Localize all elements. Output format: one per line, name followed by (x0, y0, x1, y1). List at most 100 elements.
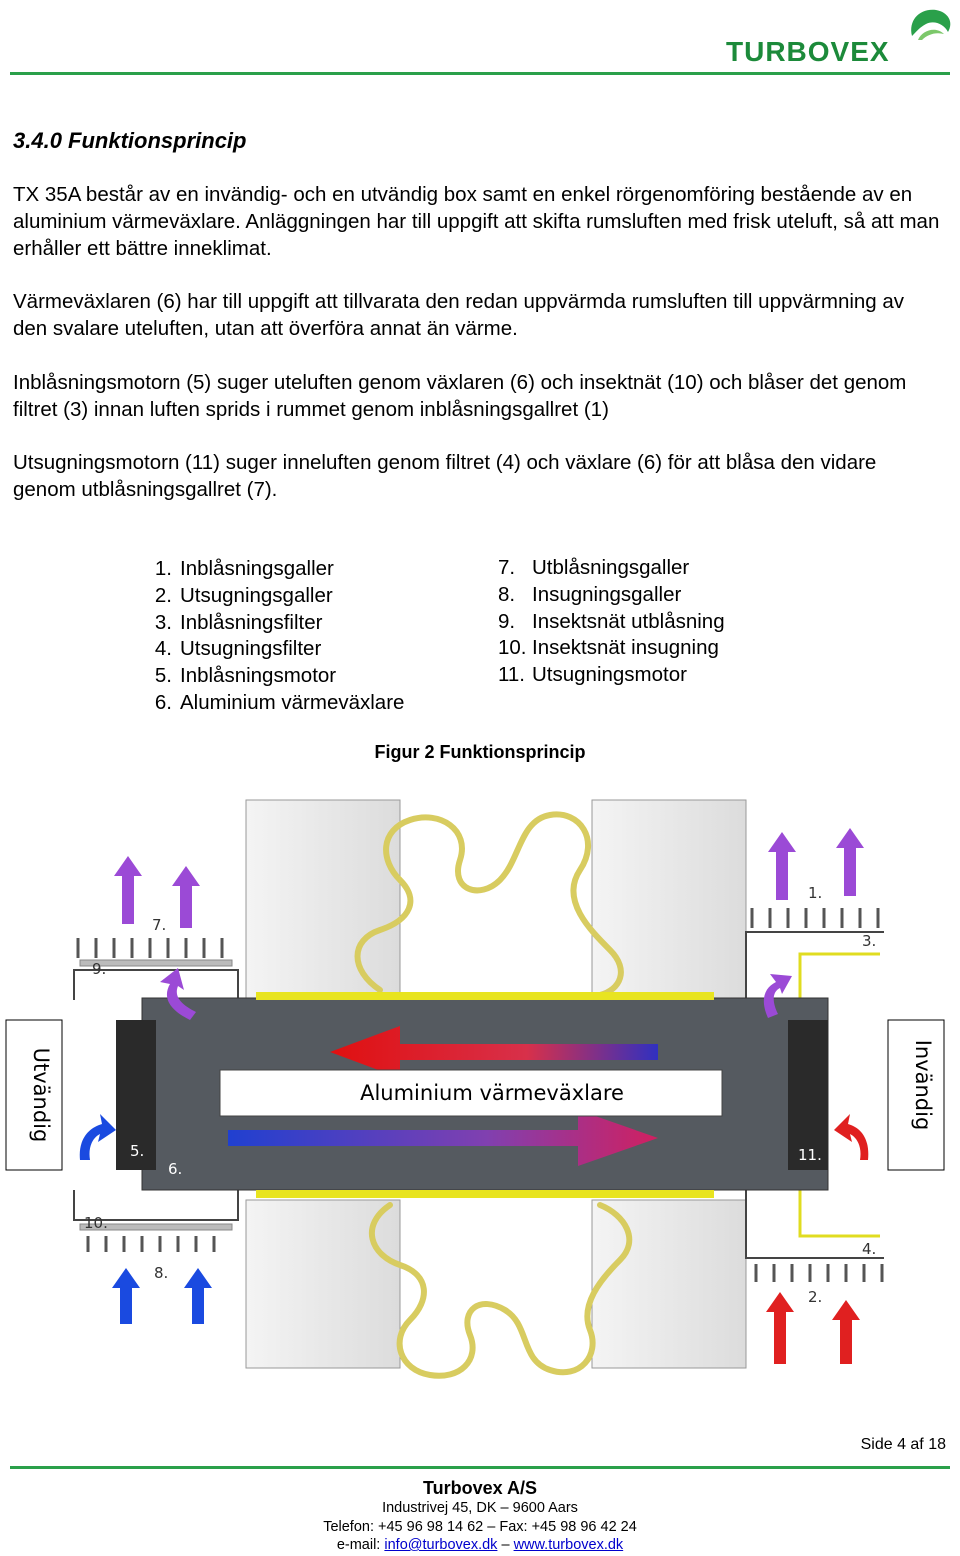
arrow-curved-red-icon (834, 1114, 869, 1160)
callout-11: 11. (798, 1146, 822, 1164)
legend-num: 1. (154, 557, 172, 580)
legend-num: 9. (498, 609, 516, 633)
grille-exhaust-outside (76, 938, 224, 958)
legend-label: Insugningsgaller (532, 582, 682, 606)
legend-label: Utsugningsgaller (180, 583, 333, 607)
legend-item: 8. Insugningsgaller (498, 582, 725, 609)
callout-4: 4. (862, 1240, 876, 1258)
logo-text: TURBOVEX (726, 36, 890, 67)
legend-label: Inblåsningsgaller (180, 557, 334, 580)
arrow-up-blue-icon (112, 1268, 140, 1324)
exhaust-filter-line (798, 1190, 880, 1238)
company-name: Turbovex A/S (422, 1478, 538, 1498)
outside-label: Utvändig (29, 1048, 53, 1143)
arrow-warm-exhaust-icon (330, 1026, 658, 1078)
function-diagram: Aluminium värmeväxlare Utvändig Invändig… (5, 799, 945, 1379)
website-link[interactable]: www.turbovex.dk (513, 1537, 624, 1553)
callout-10: 10. (84, 1214, 108, 1232)
heat-coil-bottom (368, 1202, 633, 1379)
legend-item: 1. Inblåsningsgaller (146, 556, 404, 583)
company-phone: Telefon: +45 96 98 14 62 – Fax: +45 98 9… (323, 1519, 637, 1535)
figure-caption: Figur 2 Funktionsprincip (374, 742, 586, 762)
legend-item: 2. Utsugningsgaller (146, 583, 404, 610)
box-panel-top-left (245, 799, 401, 999)
legend-label: Inblåsningsfilter (180, 610, 323, 634)
insect-net-exhaust (79, 959, 233, 967)
header-rule (10, 72, 950, 75)
legend-label: Aluminium värmeväxlare (180, 690, 405, 714)
legend-num: 2. (154, 583, 172, 607)
arrow-up-purple-icon (768, 832, 796, 900)
legend-item: 5. Inblåsningsmotor (146, 663, 404, 690)
legend-label: Insektsnät insugning (532, 636, 719, 660)
logo-swoosh-icon (911, 9, 951, 40)
box-panel-bottom-left (245, 1199, 401, 1369)
arrow-up-red-icon (766, 1292, 794, 1364)
email-prefix: e-mail: (336, 1537, 385, 1553)
company-contact: e-mail: info@turbovex.dk – www.turbovex.… (0, 1537, 960, 1553)
legend-num: 11. (498, 663, 525, 687)
arrow-curved-purple-icon (160, 968, 196, 1020)
grille-intake-outside (86, 1236, 216, 1252)
arrow-up-blue-icon (184, 1268, 212, 1324)
legend-item: 7. Utblåsningsgaller (498, 555, 725, 582)
legend-label: Insektsnät utblåsning (532, 609, 725, 633)
legend-item: 11. Utsugningsmotor (498, 662, 725, 689)
inside-label-box (887, 1019, 945, 1171)
arrow-cold-intake-icon (228, 1110, 658, 1166)
section-heading: 3.4.0 Funktionsprincip (13, 128, 247, 153)
legend-num: 10. (498, 636, 527, 660)
contact-separator: – (497, 1537, 514, 1553)
arrow-up-purple-icon (836, 828, 864, 896)
center-label-box (219, 1069, 723, 1117)
legend-item: 3. Inblåsningsfilter (146, 610, 404, 637)
company-address: Industrivej 45, DK – 9600 Aars (382, 1500, 578, 1516)
outside-label-box (5, 1019, 63, 1171)
page-number: Side 4 af 18 (860, 1436, 946, 1453)
exchanger-bottom-strip (256, 1190, 714, 1198)
outer-box-left-top (73, 969, 239, 1000)
box-panel-bottom-right (591, 1199, 747, 1369)
callout-1: 1. (808, 884, 822, 902)
heat-coil-top (354, 811, 624, 998)
arrow-curved-blue-icon (79, 1114, 116, 1160)
legend-num: 6. (154, 690, 172, 714)
footer-rule (10, 1466, 950, 1469)
inside-label: Invändig (911, 1040, 935, 1131)
legend-item: 9. Insektsnät utblåsning (498, 609, 725, 636)
legend-list-right: 7. Utblåsningsgaller 8. Insugningsgaller 9… (498, 555, 725, 689)
callout-2: 2. (808, 1288, 822, 1306)
email-link[interactable]: info@turbovex.dk (384, 1537, 498, 1553)
inlet-filter-line (798, 952, 880, 1000)
paragraph-intro: TX 35A består av en invändig- och en utv… (13, 183, 940, 260)
legend-num: 5. (154, 664, 172, 688)
callout-9: 9. (92, 960, 106, 978)
legend-num: 4. (154, 637, 172, 661)
callout-5: 5. (130, 1142, 144, 1160)
legend-item: 6. Aluminium värmeväxlare (146, 690, 405, 717)
callout-7: 7. (152, 916, 166, 934)
arrow-up-purple-icon (114, 856, 142, 924)
intake-motor (116, 1020, 156, 1170)
paragraph-exhaust-motor: Utsugningsmotorn (11) suger inneluften g… (13, 451, 877, 501)
paragraph-intake-motor: Inblåsningsmotorn (5) suger uteluften ge… (13, 371, 907, 421)
outer-box-left-bottom (73, 1190, 239, 1221)
legend-num: 8. (498, 582, 516, 606)
legend-label: Inblåsningsmotor (180, 664, 337, 688)
legend-num: 3. (154, 610, 172, 634)
callout-6: 6. (168, 1160, 182, 1178)
exchanger-top-strip (256, 992, 714, 1000)
arrow-curved-purple-icon (763, 974, 792, 1018)
legend-num: 7. (498, 556, 516, 579)
legend-label: Utblåsningsgaller (532, 556, 690, 579)
legend-label: Utsugningsmotor (532, 663, 687, 687)
turbovex-logo: TURBOVEX (722, 6, 954, 68)
legend-item: 10.Insektsnät insugning (498, 635, 725, 662)
outer-box-right-bottom (745, 1190, 884, 1259)
paragraph-exchanger: Värmeväxlaren (6) har till uppgift att t… (13, 290, 905, 340)
grille-intake-inside (750, 908, 880, 928)
legend-item: 4.Utsugningsfilter (146, 636, 404, 663)
box-panel-top-right (591, 799, 747, 999)
callout-8: 8. (154, 1264, 168, 1282)
insect-net-intake (79, 1223, 233, 1231)
